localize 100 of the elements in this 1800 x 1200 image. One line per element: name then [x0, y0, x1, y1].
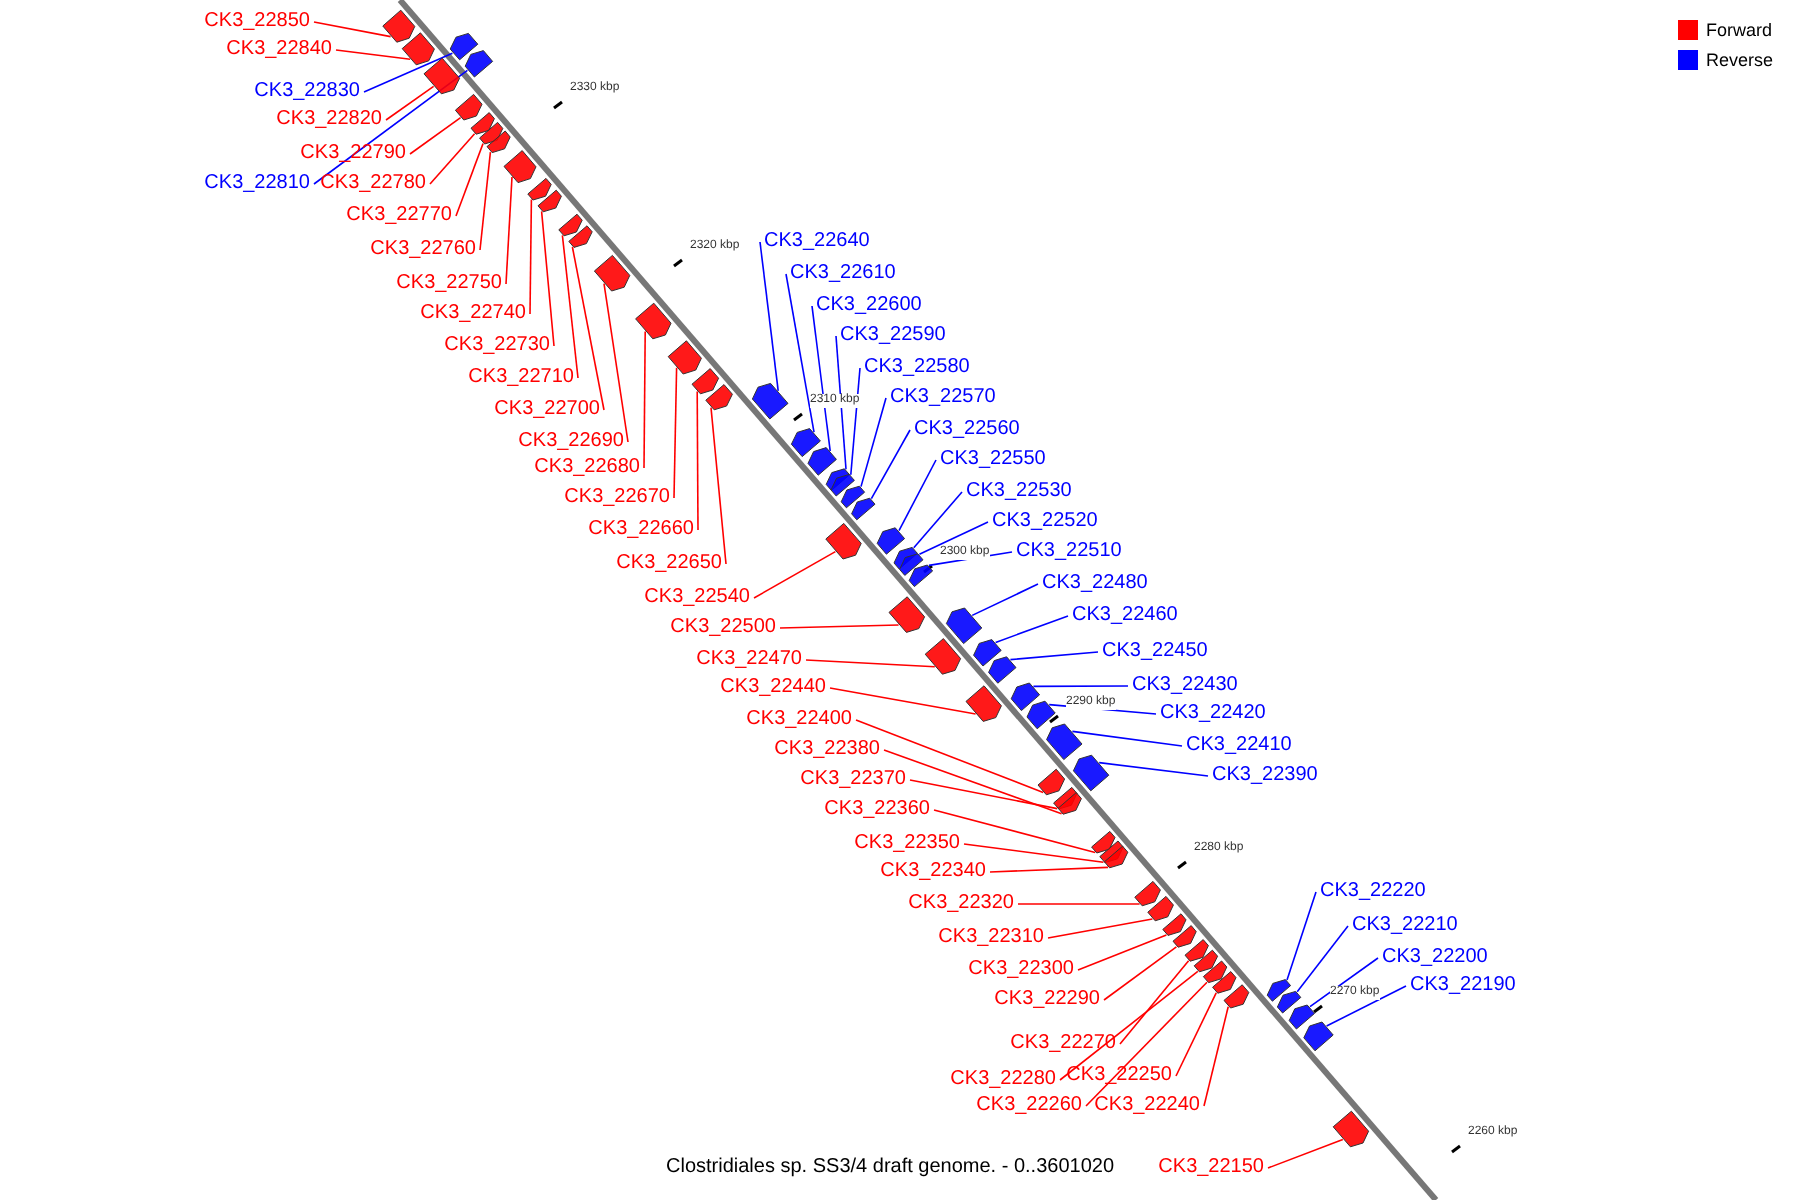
gene-block: [1037, 768, 1066, 796]
leader-line: [850, 367, 861, 476]
gene-block: [851, 497, 876, 521]
gene-label: CK3_22310: [938, 926, 1044, 950]
gene-block: [1288, 1004, 1316, 1030]
gene-block: [527, 177, 552, 201]
gene-block: [1276, 990, 1302, 1014]
gene-label: CK3_22520: [992, 510, 1098, 534]
gene-block: [1046, 723, 1083, 761]
leader-line: [994, 615, 1069, 644]
leader-line: [779, 624, 900, 629]
leader-line: [1047, 918, 1154, 939]
gene-label: CK3_22830: [254, 80, 360, 104]
gene-label: CK3_22470: [696, 648, 802, 672]
leader-line: [883, 749, 1063, 815]
gene-label: CK3_22570: [890, 386, 996, 410]
leader-line: [1077, 934, 1168, 971]
leader-line: [571, 246, 605, 411]
gene-label: CK3_22350: [854, 832, 960, 856]
gene-block: [454, 93, 483, 121]
gene-label: CK3_22550: [940, 448, 1046, 472]
gene-block: [1103, 845, 1129, 869]
gene-block: [1057, 792, 1082, 815]
leader-line: [1296, 925, 1349, 993]
gene-block: [1172, 925, 1197, 948]
gene-block: [1091, 830, 1116, 854]
gene-block: [1026, 700, 1056, 730]
gene-block: [568, 225, 593, 248]
gene-label: CK3_22390: [1212, 764, 1318, 788]
gene-label: CK3_22530: [966, 480, 1072, 504]
gene-label: CK3_22300: [968, 958, 1074, 982]
gene-block: [537, 189, 562, 213]
gene-label: CK3_22590: [840, 324, 946, 348]
leader-line: [860, 397, 887, 488]
gene-block: [401, 32, 435, 66]
gene-block: [1303, 1021, 1334, 1052]
gene-label: CK3_22380: [774, 738, 880, 762]
leader-line: [540, 210, 555, 347]
caption: Clostridiales sp. SS3/4 draft genome. - 0..3601020: [666, 1156, 1115, 1180]
gene-block: [1010, 682, 1041, 712]
leader-line: [1071, 730, 1183, 747]
gene-label: CK3_22640: [764, 230, 870, 254]
gene-label: CK3_22480: [1042, 572, 1148, 596]
legend-label: Reverse: [1706, 50, 1774, 72]
gene-block: [876, 527, 906, 555]
gene-label: CK3_22710: [468, 366, 574, 390]
gene-block: [470, 112, 495, 135]
gene-label: CK3_22370: [800, 768, 906, 792]
gene-label: CK3_22200: [1382, 946, 1488, 970]
leader-line: [811, 305, 831, 452]
gene-block: [1266, 979, 1292, 1002]
gene-block: [830, 473, 855, 497]
gene-label: CK3_22850: [204, 10, 310, 34]
gene-block: [1147, 895, 1174, 922]
gene-label: CK3_22750: [396, 272, 502, 296]
leader-line: [933, 809, 1096, 854]
gene-label: CK3_22430: [1132, 674, 1238, 698]
leader-line: [870, 429, 911, 500]
gene-label: CK3_22340: [880, 860, 986, 884]
gene-block: [558, 213, 583, 237]
leader-line: [1175, 992, 1217, 1077]
gene-label: CK3_22600: [816, 294, 922, 318]
gene-block: [382, 9, 416, 43]
gene-block: [807, 447, 837, 476]
gene-block: [945, 607, 983, 645]
leader-line: [909, 779, 1058, 810]
leader-line: [1009, 651, 1099, 661]
gene-label: CK3_22280: [950, 1068, 1056, 1092]
gene-label: CK3_22840: [226, 38, 332, 62]
gene-block: [973, 639, 1002, 667]
gene-label: CK3_22400: [746, 708, 852, 732]
gene-block: [751, 382, 789, 420]
gene-label: CK3_22740: [420, 302, 526, 326]
gene-block: [705, 384, 733, 411]
gene-block: [486, 130, 511, 154]
gene-block: [1162, 913, 1187, 936]
leader-line: [1032, 685, 1129, 688]
leader-line: [363, 52, 454, 93]
gene-block: [840, 485, 866, 509]
gene-label: CK3_22420: [1160, 702, 1266, 726]
leader-line: [855, 719, 1044, 794]
gene-label: CK3_22450: [1102, 640, 1208, 664]
leader-line: [963, 843, 1105, 863]
gene-label: CK3_22540: [644, 586, 750, 610]
leader-line: [1103, 946, 1178, 1001]
gene-block: [1072, 754, 1110, 792]
leader-line: [1017, 903, 1141, 905]
gene-block: [423, 57, 461, 95]
gene-label: CK3_22290: [994, 988, 1100, 1012]
leader-line: [1085, 981, 1208, 1107]
leader-line: [785, 273, 815, 433]
leader-line: [313, 21, 392, 38]
leader-line: [409, 116, 462, 155]
gene-label: CK3_22650: [616, 552, 722, 576]
leader-line: [696, 390, 699, 531]
leader-line: [753, 550, 837, 599]
gene-label: CK3_22580: [864, 356, 970, 380]
leader-line: [1203, 1006, 1229, 1107]
gene-label: CK3_22760: [370, 238, 476, 262]
gene-label: CK3_22690: [518, 430, 624, 454]
